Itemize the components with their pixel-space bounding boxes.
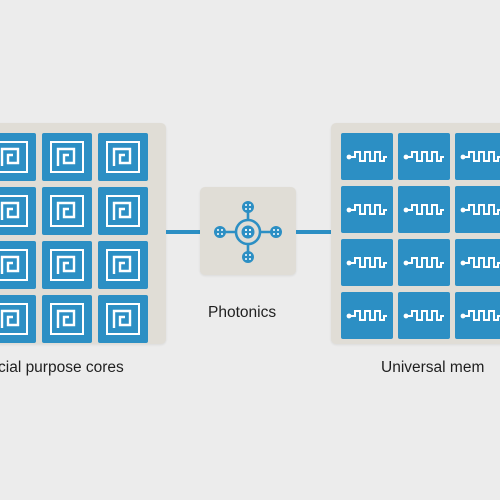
core-chip-icon xyxy=(106,195,140,227)
core-chip-icon xyxy=(0,195,28,227)
memory-tile xyxy=(398,292,450,339)
core-tile xyxy=(0,187,36,235)
photonics-panel xyxy=(200,187,296,275)
core-chip-icon xyxy=(0,249,28,281)
memory-tile xyxy=(398,133,450,180)
memory-tile xyxy=(455,133,500,180)
memory-wave-icon xyxy=(460,256,500,268)
memory-wave-icon xyxy=(460,309,500,321)
core-chip-icon xyxy=(106,249,140,281)
core-tile xyxy=(42,241,92,289)
core-chip-icon xyxy=(106,303,140,335)
universal-memory-panel xyxy=(331,123,500,344)
core-tile xyxy=(0,295,36,343)
core-tile xyxy=(42,187,92,235)
memory-wave-icon xyxy=(346,309,387,321)
memory-tile xyxy=(455,186,500,233)
memory-wave-icon xyxy=(403,309,444,321)
core-chip-icon xyxy=(0,141,28,173)
memory-tile xyxy=(455,292,500,339)
memory-tile xyxy=(341,292,393,339)
core-chip-icon xyxy=(50,303,84,335)
memory-wave-icon xyxy=(460,203,500,215)
cores-grid xyxy=(0,133,148,343)
core-tile xyxy=(98,241,148,289)
memory-wave-icon xyxy=(346,150,387,162)
core-chip-icon xyxy=(50,141,84,173)
memory-tile xyxy=(398,186,450,233)
connector-left xyxy=(166,230,200,234)
memory-tile xyxy=(341,239,393,286)
core-tile xyxy=(42,295,92,343)
memory-wave-icon xyxy=(346,256,387,268)
core-tile xyxy=(42,133,92,181)
core-chip-icon xyxy=(106,141,140,173)
photonics-network-icon xyxy=(214,201,282,263)
memory-tile xyxy=(398,239,450,286)
core-tile xyxy=(0,133,36,181)
memory-wave-icon xyxy=(460,150,500,162)
memory-wave-icon xyxy=(403,203,444,215)
special-purpose-cores-panel xyxy=(0,123,166,344)
memory-grid xyxy=(341,133,500,339)
core-tile xyxy=(0,241,36,289)
cores-label: cial purpose cores xyxy=(0,359,124,376)
memory-wave-icon xyxy=(403,256,444,268)
memory-wave-icon xyxy=(346,203,387,215)
core-tile xyxy=(98,133,148,181)
core-tile xyxy=(98,187,148,235)
core-chip-icon xyxy=(50,195,84,227)
memory-label: Universal mem xyxy=(381,359,485,376)
memory-tile xyxy=(455,239,500,286)
connector-right xyxy=(296,230,331,234)
photonics-label: Photonics xyxy=(208,304,277,321)
memory-tile xyxy=(341,133,393,180)
memory-wave-icon xyxy=(403,150,444,162)
core-chip-icon xyxy=(0,303,28,335)
memory-tile xyxy=(341,186,393,233)
core-chip-icon xyxy=(50,249,84,281)
core-tile xyxy=(98,295,148,343)
